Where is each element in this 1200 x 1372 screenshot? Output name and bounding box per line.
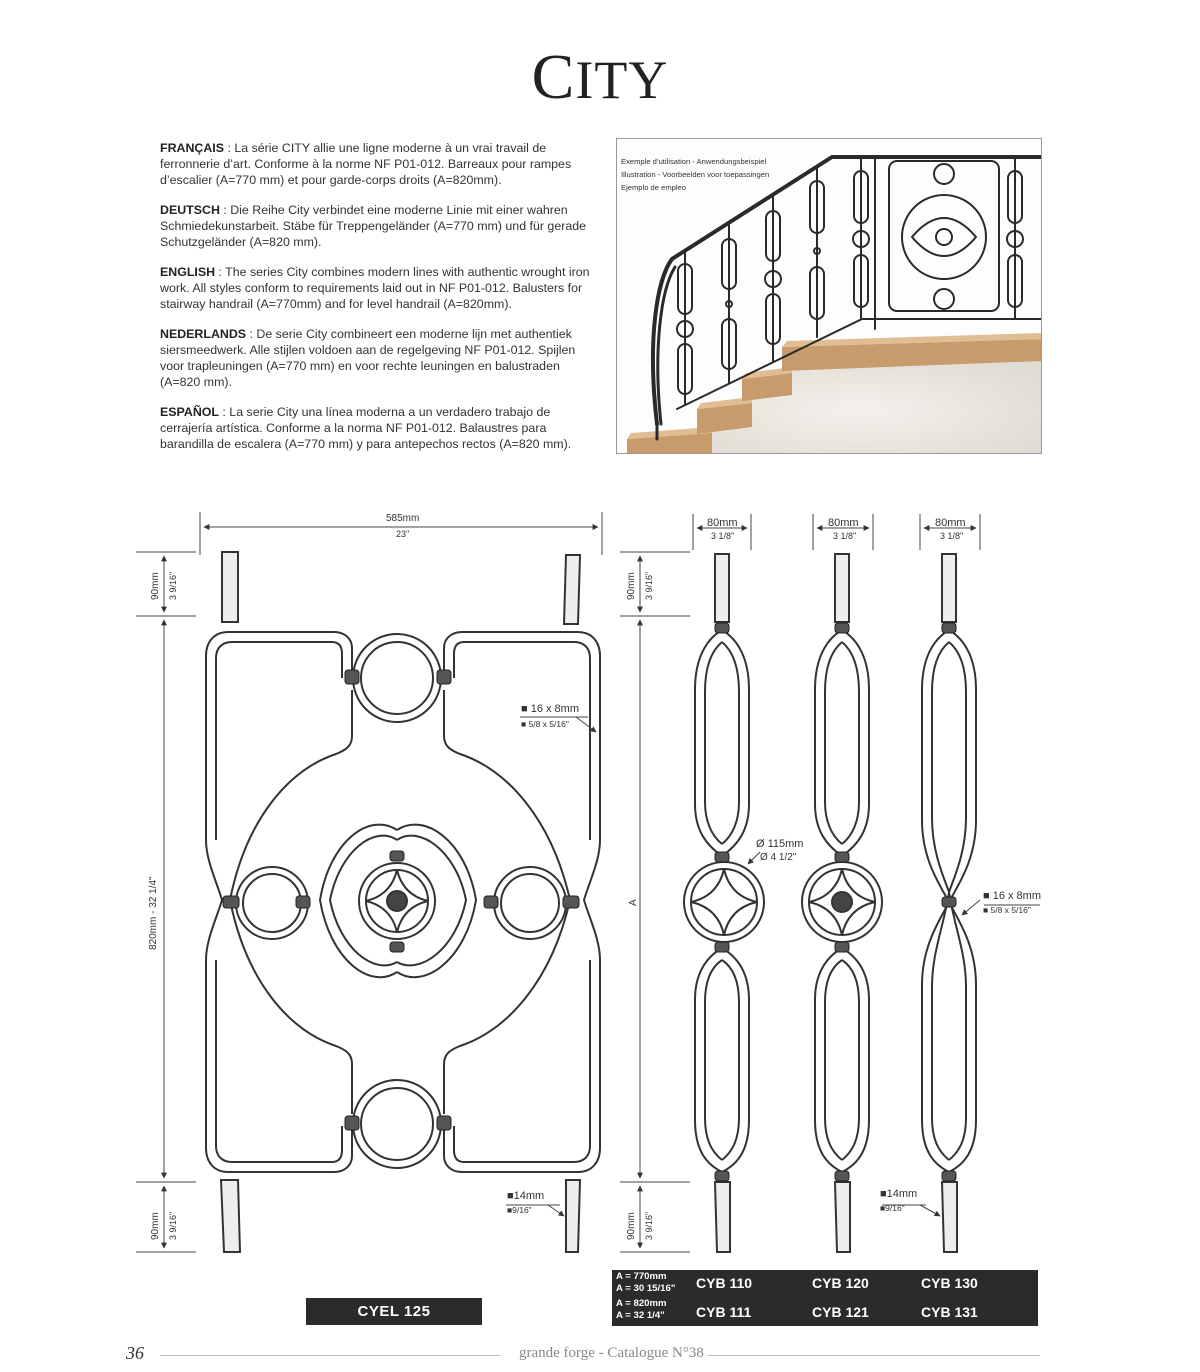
ref-cyb-110: CYB 110 [696, 1275, 753, 1291]
ref-cyb-120: CYB 120 [812, 1275, 869, 1291]
bar-size-in: 5/8 x 5/16" [990, 905, 1031, 915]
lang-label: FRANÇAIS [160, 141, 225, 155]
baluster-a-label: A [628, 899, 639, 906]
paragraph-fr: FRANÇAIS : La série CITY allie une ligne… [160, 140, 590, 188]
stub-size-in: 9/16" [885, 1203, 905, 1213]
stub-size-mm: 14mm [513, 1190, 545, 1202]
ref-cyb-121: CYB 121 [812, 1304, 869, 1320]
panel-cyel-125 [205, 551, 601, 1253]
stub-size-in: 9/16" [512, 1205, 532, 1215]
panel-top-mm: 90mm [150, 572, 161, 600]
ref-cyb-131: CYB 131 [921, 1304, 978, 1320]
lang-label: ESPAÑOL [160, 405, 219, 419]
panel-width-in: 23" [396, 529, 410, 539]
paragraph-en: ENGLISH : The series City combines moder… [160, 264, 590, 312]
photo-caption: Exemple d’utilisation - Anwendungsbeispi… [621, 155, 769, 194]
baluster-cyb-110 [683, 553, 765, 1253]
baluster-1-width-mm: 80mm [707, 517, 738, 529]
baluster-top-mm: 90mm [626, 572, 637, 600]
baluster-bottom-mm: 90mm [626, 1212, 637, 1240]
row1-a-in: A = 30 15/16" [616, 1283, 676, 1294]
paragraph-text: : The series City combines modern lines … [160, 265, 590, 311]
ref-cyb-111: CYB 111 [696, 1304, 752, 1320]
panel-bar-in: ■ 5/8 x 5/16" [521, 719, 569, 729]
title-initial: C [531, 41, 576, 112]
baluster-bar-in: ■ 5/8 x 5/16" [983, 905, 1031, 915]
caption-line: Illustration - Voorbeelden voor toepassi… [621, 170, 770, 179]
lang-label: ENGLISH [160, 265, 216, 279]
baluster-bottom-in: 3 9/16" [644, 1211, 654, 1240]
baluster-dimension-lines [620, 514, 1040, 1253]
staircase-illustration [617, 139, 1041, 453]
panel-stub-in: ■9/16" [507, 1205, 532, 1215]
panel-dimension-lines [136, 512, 603, 1253]
panel-bottom-mm: 90mm [150, 1212, 161, 1240]
baluster-bar-mm: ■ 16 x 8mm [983, 890, 1041, 902]
baluster-stub-mm: ■14mm [880, 1188, 918, 1200]
baluster-1-width-in: 3 1/8" [711, 531, 735, 541]
baluster-cyb-120 [801, 553, 883, 1253]
footer-rule-left [160, 1355, 500, 1356]
bar-size-mm: 16 x 8mm [530, 703, 579, 715]
footer-text: grande forge - Catalogue N°38 [519, 1345, 704, 1361]
panel-width-mm: 585mm [386, 513, 420, 524]
baluster-2-width-in: 3 1/8" [833, 531, 857, 541]
panel-top-in: 3 9/16" [168, 571, 178, 600]
bar-size-in: 5/8 x 5/16" [528, 719, 569, 729]
title-rest: ITY [575, 50, 669, 110]
paragraph-es: ESPAÑOL : La serie City una línea modern… [160, 404, 590, 452]
ring-diameter-mm: Ø 115mm [756, 838, 804, 850]
description-block: FRANÇAIS : La série CITY allie une ligne… [160, 140, 590, 466]
row1-a-mm: A = 770mm [616, 1271, 667, 1282]
paragraph-text: : Die Reihe City verbindet eine moderne … [160, 203, 587, 249]
page-number: 36 [126, 1343, 144, 1363]
ring-diameter-in: Ø 4 1/2" [760, 852, 797, 863]
ref-cyb-130: CYB 130 [921, 1275, 978, 1291]
panel-bar-mm: ■ 16 x 8mm [521, 703, 579, 715]
caption-line: Ejemplo de empleo [621, 183, 687, 192]
bar-size-mm: 16 x 8mm [992, 890, 1041, 902]
paragraph-nl: NEDERLANDS : De serie City combineert ee… [160, 326, 590, 390]
panel-height: 820mm - 32 1/4" [148, 876, 159, 950]
paragraph-text: : La série CITY allie une ligne moderne … [160, 141, 572, 187]
baluster-stub-in: ■9/16" [880, 1203, 905, 1213]
reference-table: A = 770mm A = 30 15/16" A = 820mm A = 32… [612, 1270, 1038, 1326]
panel-bottom-in: 3 9/16" [168, 1211, 178, 1240]
baluster-cyb-130 [921, 553, 977, 1253]
paragraph-text: : De serie City combineert een moderne l… [160, 327, 576, 389]
baluster-2-width-mm: 80mm [828, 517, 859, 529]
example-photo: Exemple d’utilisation - Anwendungsbeispi… [616, 138, 1042, 454]
row2-a-in: A = 32 1/4" [616, 1310, 665, 1321]
paragraph-text: : La serie City una línea moderna a un v… [160, 405, 572, 451]
caption-line: Exemple d’utilisation - Anwendungsbeispi… [621, 157, 767, 166]
lang-label: DEUTSCH [160, 203, 220, 217]
stub-size-mm: 14mm [886, 1188, 918, 1200]
row2-a-mm: A = 820mm [616, 1298, 667, 1309]
panel-reference: CYEL 125 [306, 1298, 482, 1325]
paragraph-de: DEUTSCH : Die Reihe City verbindet eine … [160, 202, 590, 250]
panel-stub-mm: ■14mm [507, 1190, 545, 1202]
technical-drawing [136, 512, 1040, 1253]
baluster-3-width-mm: 80mm [935, 517, 966, 529]
lang-label: NEDERLANDS [160, 327, 247, 341]
baluster-top-in: 3 9/16" [644, 571, 654, 600]
page-title: CITY [0, 40, 1200, 114]
footer-rule-right [708, 1355, 1040, 1356]
baluster-3-width-in: 3 1/8" [940, 531, 964, 541]
